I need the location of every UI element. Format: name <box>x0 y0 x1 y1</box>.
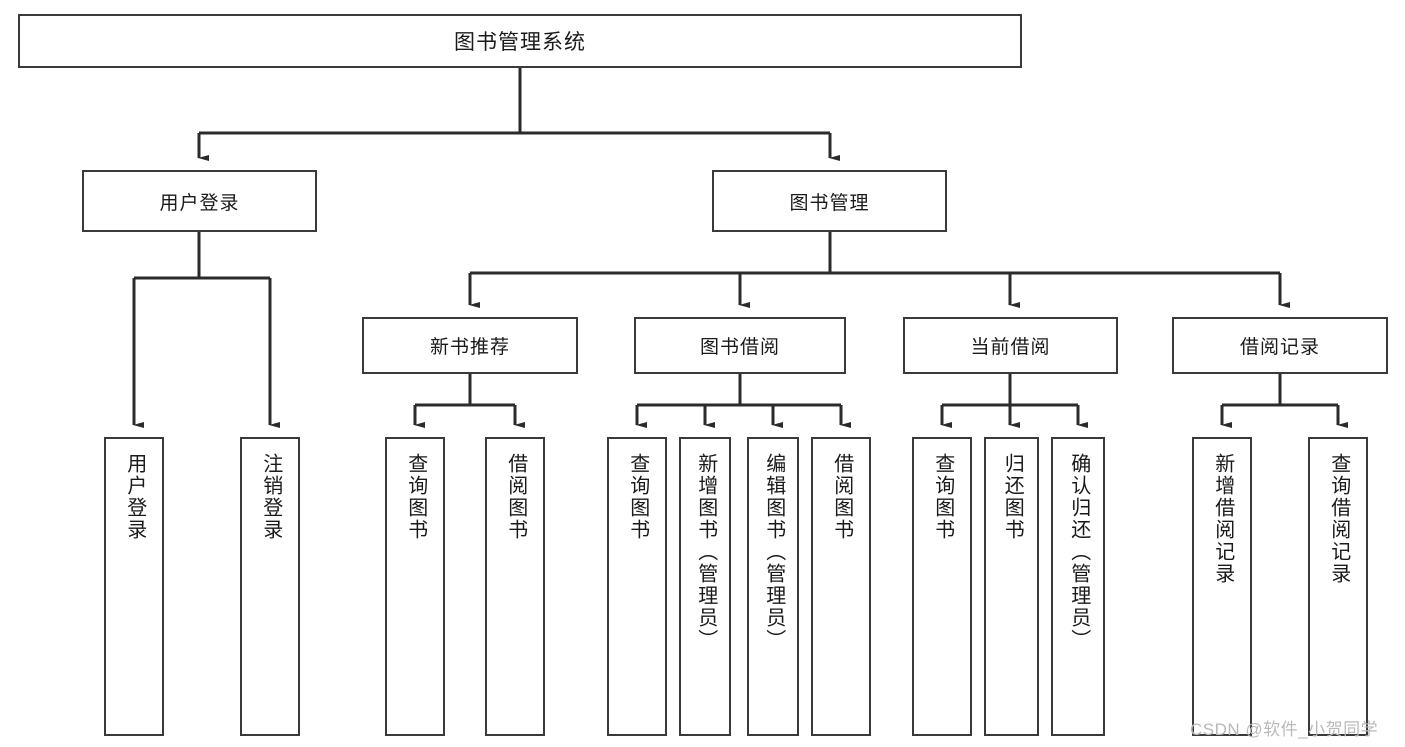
leaf-label: 归还图书 <box>1001 453 1024 541</box>
leaf-current-return-book[interactable]: 归还图书 <box>984 437 1039 736</box>
node-current-borrow[interactable]: 当前借阅 <box>903 317 1118 374</box>
leaf-borrow-query-book[interactable]: 查询图书 <box>607 437 667 736</box>
leaf-user-login-logout[interactable]: 注销登录 <box>240 437 300 736</box>
node-borrow-record[interactable]: 借阅记录 <box>1172 317 1388 374</box>
leaf-label: 查询图书 <box>404 453 427 541</box>
leaf-current-query-book[interactable]: 查询图书 <box>912 437 972 736</box>
watermark-text: CSDN @软件_小贺同学 <box>1190 720 1379 739</box>
leaf-label: 新增借阅记录 <box>1211 453 1234 585</box>
leaf-label: 查询借阅记录 <box>1327 453 1350 585</box>
node-book-borrow-label: 图书借阅 <box>699 337 780 358</box>
node-borrow-record-label: 借阅记录 <box>1239 337 1320 358</box>
leaf-record-add-record[interactable]: 新增借阅记录 <box>1192 437 1252 736</box>
node-root-system[interactable]: 图书管理系统 <box>18 14 1022 68</box>
node-user-login[interactable]: 用户登录 <box>82 170 317 232</box>
node-book-borrow[interactable]: 图书借阅 <box>634 317 846 374</box>
leaf-label: 编辑图书（管理员） <box>762 453 785 651</box>
node-user-login-label: 用户登录 <box>159 192 240 214</box>
node-new-book-recommend-label: 新书推荐 <box>429 337 510 358</box>
node-current-borrow-label: 当前借阅 <box>970 337 1051 358</box>
leaf-label: 借阅图书 <box>830 453 853 541</box>
leaf-label: 用户登录 <box>123 453 146 541</box>
leaf-record-query-record[interactable]: 查询借阅记录 <box>1308 437 1368 736</box>
leaf-user-login-login[interactable]: 用户登录 <box>104 437 164 736</box>
leaf-new-book-borrow[interactable]: 借阅图书 <box>485 437 545 736</box>
leaf-label: 查询图书 <box>931 453 954 541</box>
node-new-book-recommend[interactable]: 新书推荐 <box>362 317 578 374</box>
leaf-label: 确认归还（管理员） <box>1067 453 1090 651</box>
leaf-label: 新增图书（管理员） <box>694 453 717 651</box>
leaf-current-confirm-return-admin[interactable]: 确认归还（管理员） <box>1051 437 1105 736</box>
leaf-borrow-add-book-admin[interactable]: 新增图书（管理员） <box>679 437 731 736</box>
node-root-label: 图书管理系统 <box>454 31 586 54</box>
leaf-label: 借阅图书 <box>504 453 527 541</box>
leaf-new-book-query[interactable]: 查询图书 <box>385 437 445 736</box>
node-book-management-label: 图书管理 <box>789 192 870 214</box>
node-book-management[interactable]: 图书管理 <box>712 170 947 232</box>
leaf-borrow-borrow-book[interactable]: 借阅图书 <box>811 437 871 736</box>
leaf-borrow-edit-book-admin[interactable]: 编辑图书（管理员） <box>747 437 799 736</box>
leaf-label: 注销登录 <box>259 453 282 541</box>
leaf-label: 查询图书 <box>626 453 649 541</box>
